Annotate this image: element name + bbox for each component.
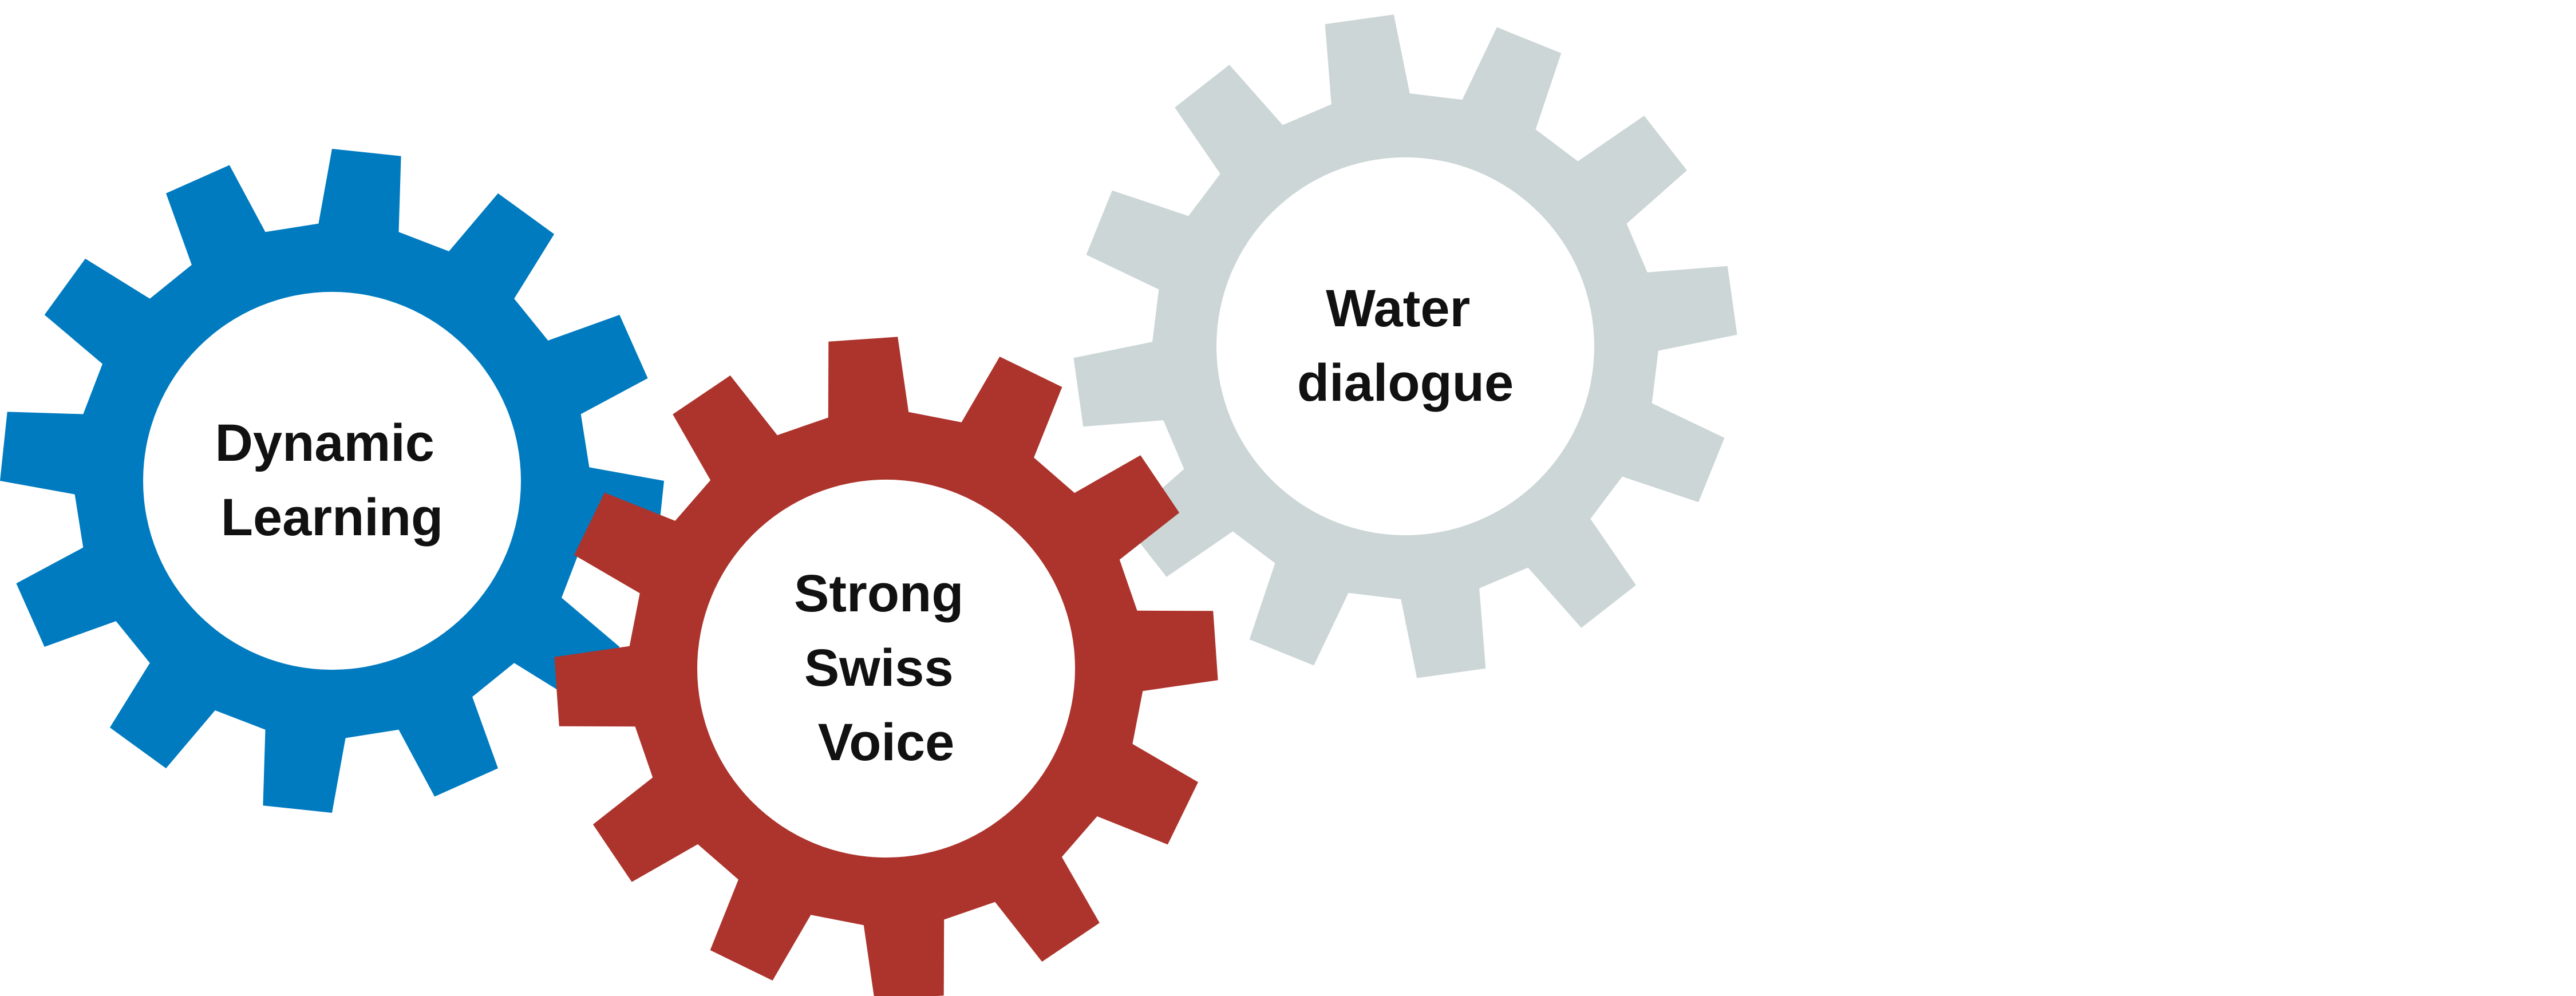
gear-strong-swiss-voice-line-2: Swiss	[804, 639, 954, 697]
gear-dynamic-learning-line-2: Learning	[221, 488, 443, 547]
gear-water-dialogue: Water dialogue	[1073, 14, 1737, 678]
gear-water-dialogue-shape	[1073, 14, 1737, 678]
gear-strong-swiss-voice-line-1: Strong	[794, 564, 963, 623]
gear-water-dialogue-line-2: dialogue	[1297, 354, 1514, 412]
gear-strong-swiss-voice-shape	[554, 337, 1218, 996]
gear-strong-swiss-voice: Strong Swiss Voice	[554, 337, 1218, 996]
gear-dynamic-learning: Dynamic Learning	[0, 149, 664, 813]
gear-dynamic-learning-line-1: Dynamic	[215, 414, 434, 472]
gear-strong-swiss-voice-line-3: Voice	[818, 713, 955, 772]
gear-water-dialogue-line-1: Water	[1326, 279, 1470, 338]
gear-water-dialogue-label: Water dialogue	[1297, 279, 1514, 412]
gear-dynamic-learning-label: Dynamic Learning	[215, 414, 449, 547]
gear-strong-swiss-voice-label: Strong Swiss Voice	[794, 564, 978, 772]
gear-dynamic-learning-shape	[0, 149, 664, 813]
